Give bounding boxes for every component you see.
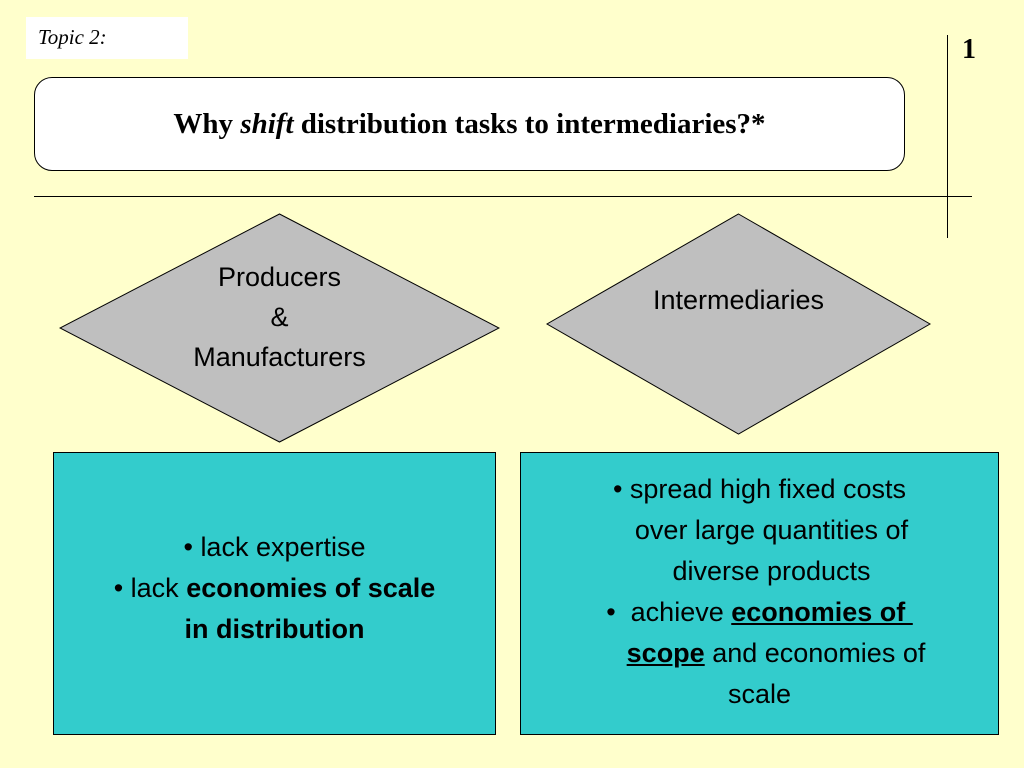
producers-line: Producers	[217, 262, 342, 292]
horizontal-rule	[34, 196, 972, 197]
diamond-shape	[59, 213, 500, 443]
manufacturers-line: Manufacturers	[193, 342, 366, 372]
diamond-shape	[546, 213, 931, 435]
vertical-rule	[947, 35, 948, 238]
topic-label: Topic 2:	[26, 17, 188, 59]
lack-expertise-item: • lack expertise	[183, 532, 366, 562]
scope-link[interactable]: scope	[594, 638, 705, 668]
spread-costs-line2: over large quantities of	[634, 514, 909, 545]
economies-of-link[interactable]: economies of	[731, 596, 913, 627]
lack-economies-item: • lack economies of scale	[114, 568, 436, 609]
intermediaries-text: Intermediaries	[652, 285, 825, 315]
producers-label: Producers & Manufacturers	[59, 202, 500, 432]
spread-costs-line1: • spread high fixed costs	[612, 473, 907, 504]
in-distribution-text: in distribution	[184, 614, 365, 644]
scope-line: scope and economies of	[594, 633, 926, 674]
producers-box: • lack expertise • lack economies of sca…	[53, 452, 496, 735]
achieve-line: • achieve economies of	[594, 592, 926, 633]
lack-prefix: • lack	[113, 573, 187, 603]
scale-line: scale	[727, 678, 792, 709]
spread-costs-line3: diverse products	[672, 555, 871, 586]
title-suffix: distribution tasks to intermediaries?*	[300, 107, 766, 140]
achieve-prefix: • achieve	[606, 596, 732, 627]
page-number: 1	[962, 34, 976, 65]
intermediaries-diamond: Intermediaries	[546, 213, 931, 435]
title-prefix: Why	[173, 107, 234, 140]
title-emphasis: shift	[240, 107, 294, 140]
ampersand-line: &	[270, 302, 289, 332]
economies-of-scale-text: economies of scale	[186, 573, 436, 603]
slide-title: Why shift distribution tasks to intermed…	[34, 77, 905, 171]
producers-diamond: Producers & Manufacturers	[59, 213, 500, 443]
intermediaries-box: • spread high fixed costs over large qua…	[520, 452, 999, 735]
scope-text: scope	[626, 637, 705, 668]
intermediaries-label: Intermediaries	[546, 189, 931, 411]
scope-suffix: and economies of	[704, 637, 926, 668]
